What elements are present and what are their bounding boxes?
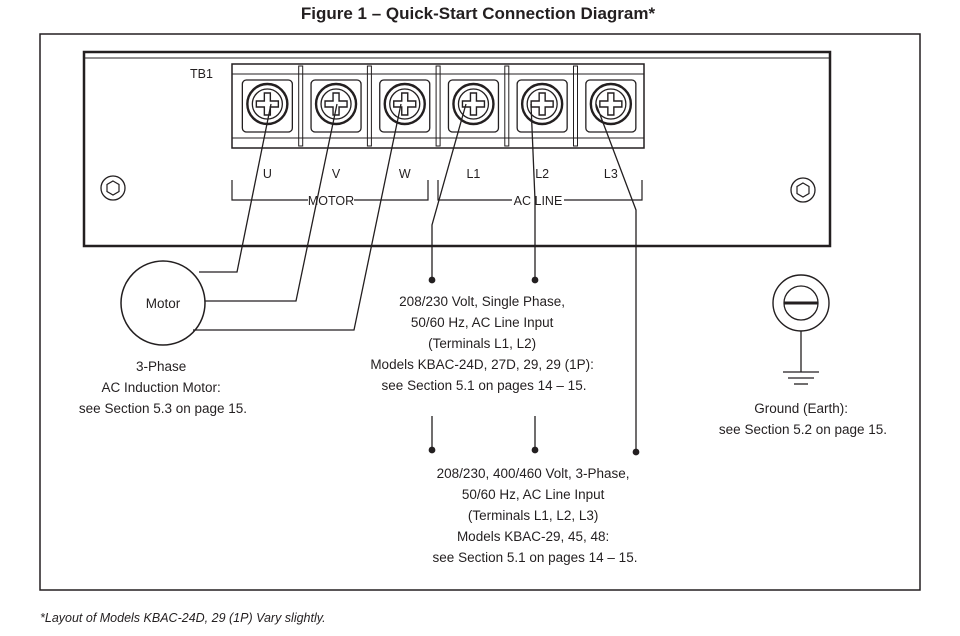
figure-title: Figure 1 – Quick-Start Connection Diagra…	[301, 4, 656, 23]
terminal-screw-w	[366, 65, 431, 147]
ground-note: Ground (Earth): see Section 5.2 on page …	[719, 401, 887, 437]
terminal-screw-l3	[573, 65, 637, 147]
motor-group-bracket	[231, 180, 429, 201]
terminal-block	[231, 63, 645, 149]
wire-v	[205, 103, 338, 302]
ac-line-group-bracket	[437, 180, 643, 201]
terminal-label-v: V	[332, 167, 341, 181]
terminal-screw-l1	[435, 65, 500, 147]
drive-chassis	[82, 50, 832, 248]
motor-note: 3-Phase AC Induction Motor: see Section …	[79, 359, 247, 416]
terminal-label-l2: L2	[535, 167, 549, 181]
motor-label: Motor	[146, 296, 181, 311]
ac-line-group-label: AC LINE	[514, 194, 563, 208]
terminal-block-label: TB1	[190, 67, 213, 81]
single-phase-note: 208/230 Volt, Single Phase, 50/60 Hz, AC…	[370, 294, 597, 393]
three-phase-note: 208/230, 400/460 Volt, 3-Phase, 50/60 Hz…	[433, 466, 638, 565]
wire-l1	[428, 103, 467, 284]
terminal-label-u: U	[263, 167, 272, 181]
motor-symbol	[120, 260, 206, 346]
ground-icon	[772, 274, 830, 385]
terminal-label-w: W	[399, 167, 411, 181]
wire-u	[199, 103, 272, 273]
outer-frame	[39, 33, 921, 591]
wire-l2	[530, 103, 539, 284]
motor-group-label: MOTOR	[308, 194, 354, 208]
terminal-screw-v	[298, 65, 362, 147]
terminal-screw-l2	[504, 65, 568, 147]
wire-w	[193, 103, 402, 331]
wire-l3	[595, 103, 640, 456]
mounting-screw-right	[790, 177, 816, 203]
terminal-label-l3: L3	[604, 167, 618, 181]
mounting-screw-left	[100, 175, 126, 201]
terminal-label-l1: L1	[466, 167, 480, 181]
footnote: *Layout of Models KBAC-24D, 29 (1P) Vary…	[40, 611, 326, 625]
